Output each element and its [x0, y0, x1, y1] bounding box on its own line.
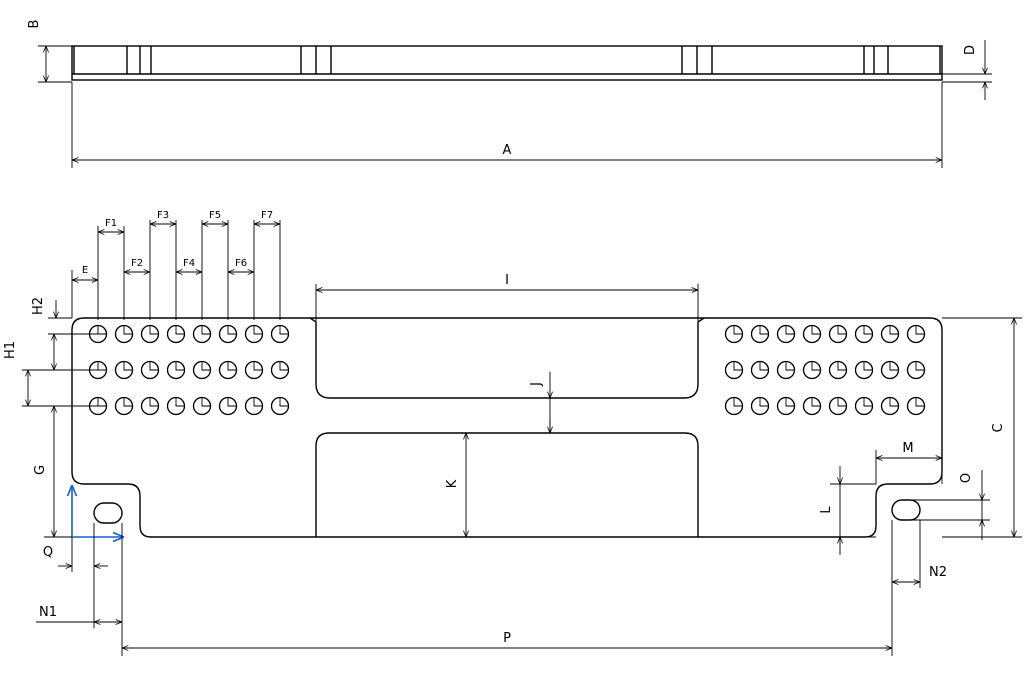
hole-center-mark — [149, 361, 159, 371]
dim-n2-label: N2 — [929, 565, 947, 580]
dim-e-label: E — [82, 265, 88, 276]
dim-f6-label: F6 — [235, 258, 247, 269]
hole-center-mark — [889, 361, 899, 371]
hole-center-mark — [123, 325, 133, 335]
hole-center-mark — [811, 397, 821, 407]
hole-center-mark — [227, 397, 237, 407]
hole-center-mark — [227, 325, 237, 335]
dim-f3-label: F3 — [157, 210, 169, 221]
dim-b-label: B — [27, 20, 42, 29]
hole-center-mark — [889, 397, 899, 407]
hole-center-mark — [253, 397, 263, 407]
hole-center-mark — [733, 361, 743, 371]
dim-p-label: P — [503, 631, 511, 646]
hole-center-mark — [863, 361, 873, 371]
hole-center-mark — [175, 397, 185, 407]
dim-d-label: D — [963, 45, 978, 55]
dim-j-label: J — [529, 382, 544, 387]
hole-center-mark — [915, 397, 925, 407]
hole-center-mark — [201, 397, 211, 407]
hole-pattern — [88, 324, 926, 416]
plate-outline — [71, 317, 943, 538]
dim-f-group: F1 F2 F3 F4 F5 F6 F7 — [97, 210, 281, 320]
hole-center-mark — [253, 361, 263, 371]
hole-center-mark — [837, 325, 847, 335]
dim-f4-label: F4 — [183, 258, 195, 269]
hole-center-mark — [279, 325, 289, 335]
dim-i-label: I — [505, 273, 509, 288]
hole-center-mark — [837, 397, 847, 407]
dim-n1-label: N1 — [39, 605, 57, 620]
dim-f5-label: F5 — [209, 210, 221, 221]
hole-center-mark — [785, 397, 795, 407]
hole-center-mark — [149, 325, 159, 335]
lower-pocket — [315, 432, 699, 537]
side-view-body — [71, 45, 943, 81]
hole-center-mark — [915, 361, 925, 371]
hole-center-mark — [915, 325, 925, 335]
side-view: A B D — [27, 20, 992, 168]
dim-f1-label: F1 — [105, 218, 117, 229]
hole-center-mark — [785, 361, 795, 371]
dim-m-label: M — [902, 441, 913, 456]
hole-center-mark — [837, 361, 847, 371]
dim-h2-label: H2 — [31, 297, 46, 315]
slot-left — [93, 502, 123, 524]
hole-center-mark — [201, 325, 211, 335]
hole-center-mark — [149, 397, 159, 407]
hole-center-mark — [733, 397, 743, 407]
dim-h1-label: H1 — [3, 341, 18, 359]
hole-center-mark — [279, 361, 289, 371]
top-view: F1 F2 F3 F4 F5 F6 F7 E I J K H2 — [3, 210, 1022, 656]
hole-center-mark — [811, 325, 821, 335]
hole-center-mark — [863, 325, 873, 335]
dim-a-label: A — [503, 143, 512, 158]
dim-f7-label: F7 — [261, 210, 273, 221]
hole-center-mark — [123, 361, 133, 371]
hole-center-mark — [811, 361, 821, 371]
hole-center-mark — [759, 361, 769, 371]
hole-center-mark — [175, 361, 185, 371]
hole-center-mark — [175, 325, 185, 335]
hole-center-mark — [733, 325, 743, 335]
dim-o-label: O — [959, 473, 974, 483]
slot-right — [891, 499, 921, 521]
hole-center-mark — [279, 397, 289, 407]
upper-pocket — [315, 322, 699, 399]
hole-center-mark — [889, 325, 899, 335]
dim-k-label: K — [445, 479, 460, 488]
dim-q-label: Q — [43, 545, 53, 560]
hole-center-mark — [785, 325, 795, 335]
hole-center-mark — [123, 397, 133, 407]
dim-c-label: C — [991, 423, 1006, 432]
hole-center-mark — [201, 361, 211, 371]
hole-center-mark — [759, 325, 769, 335]
dim-l-label: L — [819, 506, 834, 514]
hole-center-mark — [227, 361, 237, 371]
dim-g-label: G — [33, 465, 48, 475]
hole-center-mark — [253, 325, 263, 335]
hole-center-mark — [863, 397, 873, 407]
hole-center-mark — [759, 397, 769, 407]
dim-f2-label: F2 — [131, 258, 143, 269]
